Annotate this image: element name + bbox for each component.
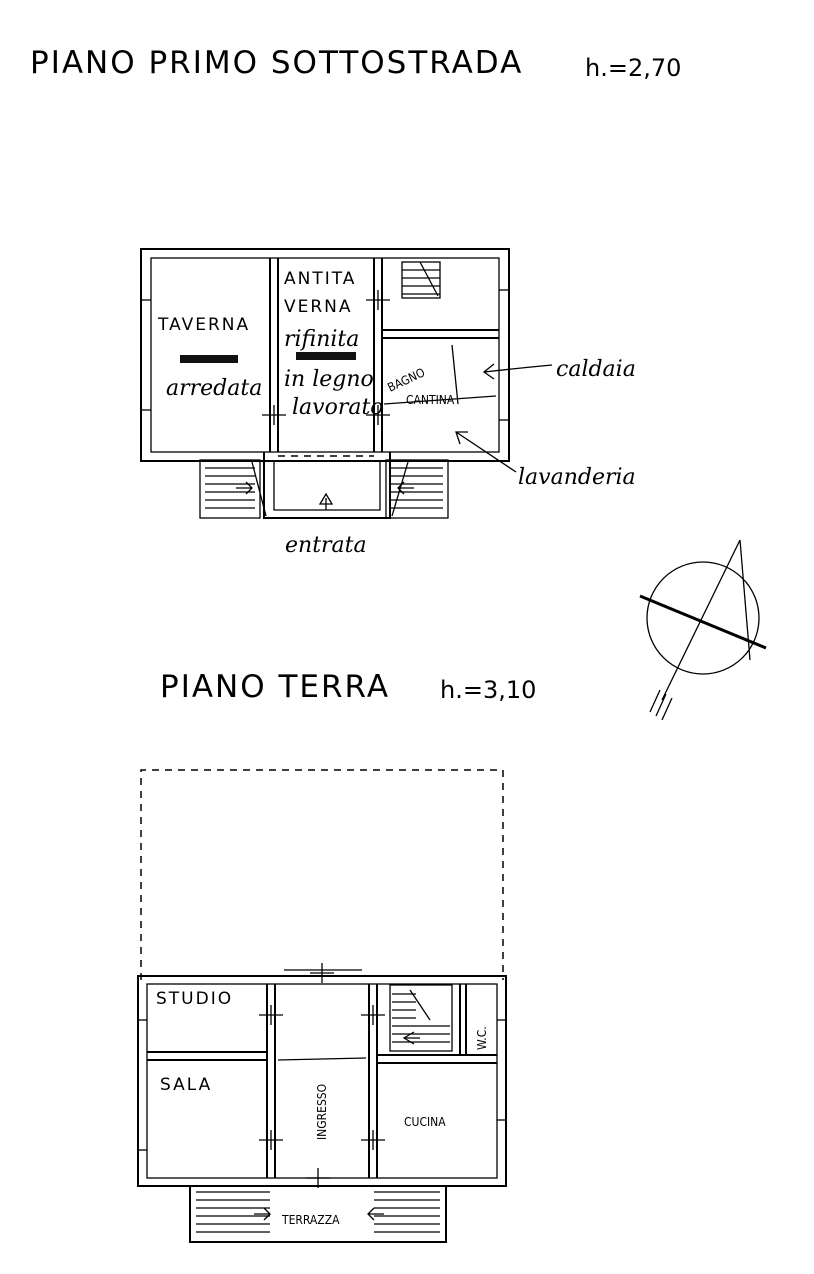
label-taverna: TAVERNA <box>157 315 250 335</box>
basement-title: PIANO PRIMO SOTTOSTRADA <box>30 45 523 81</box>
label-studio: STUDIO <box>156 989 233 1009</box>
note-arredata: arredata <box>166 376 262 401</box>
label-antitaverna-1: ANTITA <box>284 269 356 289</box>
label-cantina: CANTINA <box>406 393 455 407</box>
scribble-mark <box>180 355 238 363</box>
label-terrazza: TERRAZZA <box>281 1213 340 1227</box>
note-in-legno: in legno <box>284 367 374 392</box>
annotation-caldaia: caldaia <box>556 357 636 382</box>
label-sala: SALA <box>160 1075 212 1095</box>
label-cucina: CUCINA <box>404 1115 446 1129</box>
note-lavorato: lavorato <box>292 395 384 420</box>
basement-height: h.=2,70 <box>585 54 681 82</box>
note-rifinita: rifinita <box>284 327 359 352</box>
label-bagno: BAGNO <box>385 365 427 394</box>
label-antitaverna-2: VERNA <box>284 297 353 317</box>
annotation-lavanderia: lavanderia <box>518 465 636 490</box>
arrow-lavanderia <box>455 431 517 473</box>
scribble-mark-2 <box>296 352 356 360</box>
arrow-caldaia <box>482 363 553 380</box>
ground-height: h.=3,10 <box>440 676 536 704</box>
label-ingresso: INGRESSO <box>315 1084 329 1140</box>
ground-plan <box>137 769 507 1243</box>
basement-plan <box>140 248 510 519</box>
north-compass-icon <box>639 539 767 721</box>
ground-title: PIANO TERRA <box>160 669 390 705</box>
annotation-entrata: entrata <box>285 533 367 558</box>
label-wc: W.C. <box>475 1026 489 1050</box>
